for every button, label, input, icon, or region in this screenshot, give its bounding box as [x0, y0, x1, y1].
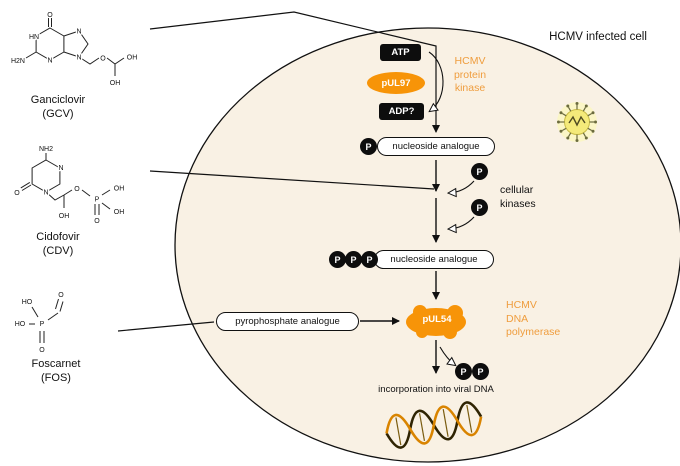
cell-membrane	[174, 27, 680, 463]
phosphate-badge-release1: P	[455, 363, 472, 380]
phosphate-badge-release2: P	[472, 363, 489, 380]
cellular-kinases-label: cellular kinases	[500, 184, 536, 211]
cdv-connector-line	[149, 170, 435, 190]
cellular-kinases-line2: kinases	[500, 197, 536, 210]
polymerase-label-line2: DNA	[506, 312, 529, 325]
cdv-atom-oh3: OH	[59, 213, 70, 220]
gcv-atom-h2n: H2N	[11, 58, 25, 65]
virus-spike-tips	[557, 102, 597, 142]
gcv-atom-hn: HN	[29, 34, 39, 41]
cell-title: HCMV infected cell	[549, 31, 647, 43]
phosphate-badge-tri3: P	[361, 251, 378, 268]
gcv-atom-o1: O	[47, 12, 53, 19]
drug-name-foscarnet: Foscarnet	[31, 358, 81, 370]
virus-spikes	[560, 105, 594, 139]
adp-box: ADP?	[379, 103, 424, 120]
cellular-kinases-line1: cellular	[500, 184, 534, 196]
cdv-atom-n2: N	[43, 190, 48, 197]
cdv-atom-n1: N	[58, 165, 63, 172]
drug-name-ganciclovir: Ganciclovir	[30, 94, 86, 106]
ganciclovir-structure: O HN H2N N N N O OH OH	[10, 11, 139, 89]
fos-atom-ho1: HO	[22, 299, 33, 306]
cdv-atom-nh2: NH2	[39, 146, 53, 153]
kinase-arrow-1	[449, 180, 475, 193]
cdv-atom-o2: O	[74, 186, 80, 193]
polymerase-label-line3: polymerase	[506, 326, 561, 338]
gcv-atom-o2: O	[100, 56, 106, 63]
dna-strand-orange	[385, 405, 483, 445]
atp-adp-curved-arrow	[429, 51, 444, 111]
fos-connector-line	[117, 321, 215, 332]
kinase-label-line1: HCMV	[454, 55, 486, 67]
incorporation-label: incorporation into viral DNA	[378, 384, 494, 395]
gcv-atom-n3: N	[76, 55, 81, 62]
fos-atom-o1: O	[58, 292, 64, 299]
pul54-enzyme-label: pUL54	[422, 314, 452, 325]
cdv-atom-oh2: OH	[114, 209, 125, 216]
cdv-atom-o3: O	[94, 218, 100, 225]
nucleoside-analogue-tri-pill: nucleoside analogue	[374, 250, 494, 269]
hcmv-protein-kinase-label: HCMV protein kinase	[444, 55, 496, 96]
cidofovir-structure: NH2 N O N O P OH O OH OH	[13, 145, 125, 227]
kinase-arrow-2	[449, 216, 475, 229]
dna-helix	[385, 401, 483, 449]
kinase-label-line2: protein	[453, 68, 487, 81]
drug-name-cidofovir: Cidofovir	[36, 231, 80, 243]
pyrophosphate-release-arrow	[439, 346, 455, 365]
polymerase-label-line1: HCMV	[506, 299, 537, 311]
gcv-atom-n2: N	[76, 29, 81, 36]
gcv-atom-n1: N	[47, 58, 52, 65]
phosphate-badge-tri1: P	[329, 251, 346, 268]
cdv-atom-o1: O	[14, 190, 20, 197]
phosphate-badge-mono: P	[360, 138, 377, 155]
cdv-atom-oh1: OH	[114, 186, 125, 193]
pathway-arrows	[360, 160, 440, 374]
foscarnet-structure: HO O HO P O	[14, 291, 66, 356]
phosphate-badge-add2: P	[471, 199, 488, 216]
drug-abbr-gcv: (GCV)	[42, 108, 74, 120]
fos-atom-ho2: HO	[15, 321, 26, 328]
fos-atom-o2: O	[39, 347, 45, 354]
virus-icon	[557, 102, 597, 142]
pyrophosphate-analogue-pill: pyrophosphate analogue	[216, 312, 359, 331]
kinase-label-line3: kinase	[454, 82, 486, 94]
atp-box: ATP	[380, 44, 421, 61]
gcv-atom-oh1: OH	[127, 55, 138, 62]
phosphate-badge-add1: P	[471, 163, 488, 180]
nucleoside-analogue-mono-pill: nucleoside analogue	[377, 137, 495, 156]
fos-atom-p: P	[40, 321, 45, 328]
cdv-atom-p: P	[95, 197, 100, 204]
gcv-connector-line	[149, 11, 440, 133]
reaction-arrows	[429, 51, 475, 365]
gcv-atom-oh2: OH	[110, 80, 121, 87]
virus-genome-icon	[568, 115, 586, 127]
pul54-blob	[406, 305, 466, 339]
hcmv-dna-polymerase-label: HCMV DNA polymerase	[506, 299, 560, 340]
pul97-enzyme: pUL97	[367, 72, 425, 94]
drug-abbr-fos: (FOS)	[41, 372, 71, 384]
drug-abbr-cdv: (CDV)	[42, 245, 74, 257]
phosphate-badge-tri2: P	[345, 251, 362, 268]
